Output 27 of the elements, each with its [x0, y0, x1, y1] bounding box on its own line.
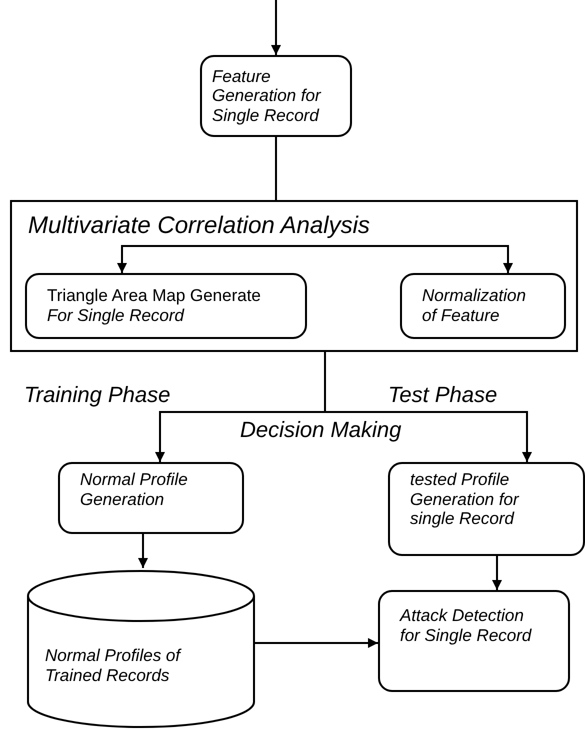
arrow: [324, 352, 532, 462]
process-box: [25, 273, 307, 339]
node-text: Normal Profile Generation: [80, 470, 189, 510]
group-box: [10, 200, 578, 352]
node-text: For Single Record: [47, 306, 186, 326]
arrow: [315, 245, 513, 273]
node-text: Normal Profiles of Trained Records: [45, 646, 182, 686]
process-box: [378, 590, 570, 692]
phase-label: Test Phase: [388, 382, 498, 408]
node-text: Triangle Area Map Generate: [47, 286, 262, 306]
arrow: [271, 0, 281, 55]
process-box: [58, 462, 244, 534]
phase-label: Decision Making: [240, 417, 402, 443]
arrow: [117, 245, 315, 273]
node-text: tested Profile Generation for single Record: [410, 470, 520, 529]
database-cylinder: [27, 568, 255, 728]
node-text: Normalization of Feature: [422, 286, 527, 326]
process-box: [400, 273, 566, 339]
arrow: [255, 638, 378, 648]
phase-label: Training Phase: [24, 382, 170, 408]
arrow: [138, 534, 148, 568]
node-text: Feature Generation for Single Record: [212, 66, 322, 126]
process-box: [200, 55, 352, 137]
arrow: [492, 556, 502, 590]
node-text: Attack Detection for Single Record: [400, 606, 533, 646]
group-heading: Multivariate Correlation Analysis: [28, 212, 371, 240]
process-box: [388, 462, 585, 556]
